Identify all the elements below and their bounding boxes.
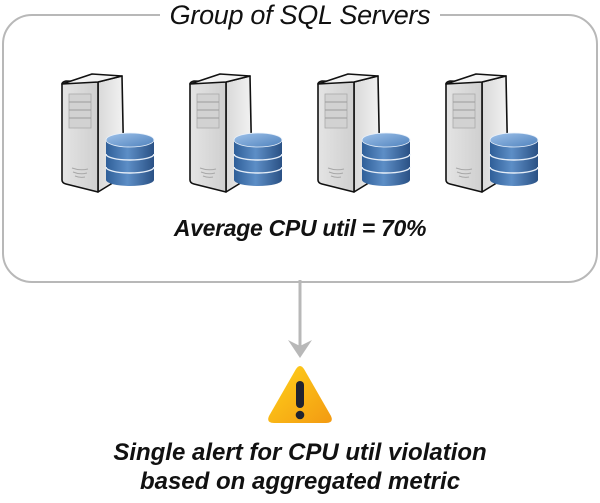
sql-server-icon-1 [58,72,168,197]
alert-description: Single alert for CPU util violation base… [0,438,600,496]
group-title-wrap: Group of SQL Servers [0,0,600,30]
sql-server-icon-4 [442,72,552,197]
warning-icon [268,366,332,423]
sql-server-icon-2 [186,72,296,197]
alert-line-2: based on aggregated metric [139,468,461,495]
group-title: Group of SQL Servers [159,0,441,30]
sql-server-icon-3 [314,72,424,197]
arrow-down-icon [288,280,312,358]
alert-line-1: Single alert for CPU util violation [113,439,487,466]
average-cpu-metric: Average CPU util = 70% [173,215,427,241]
